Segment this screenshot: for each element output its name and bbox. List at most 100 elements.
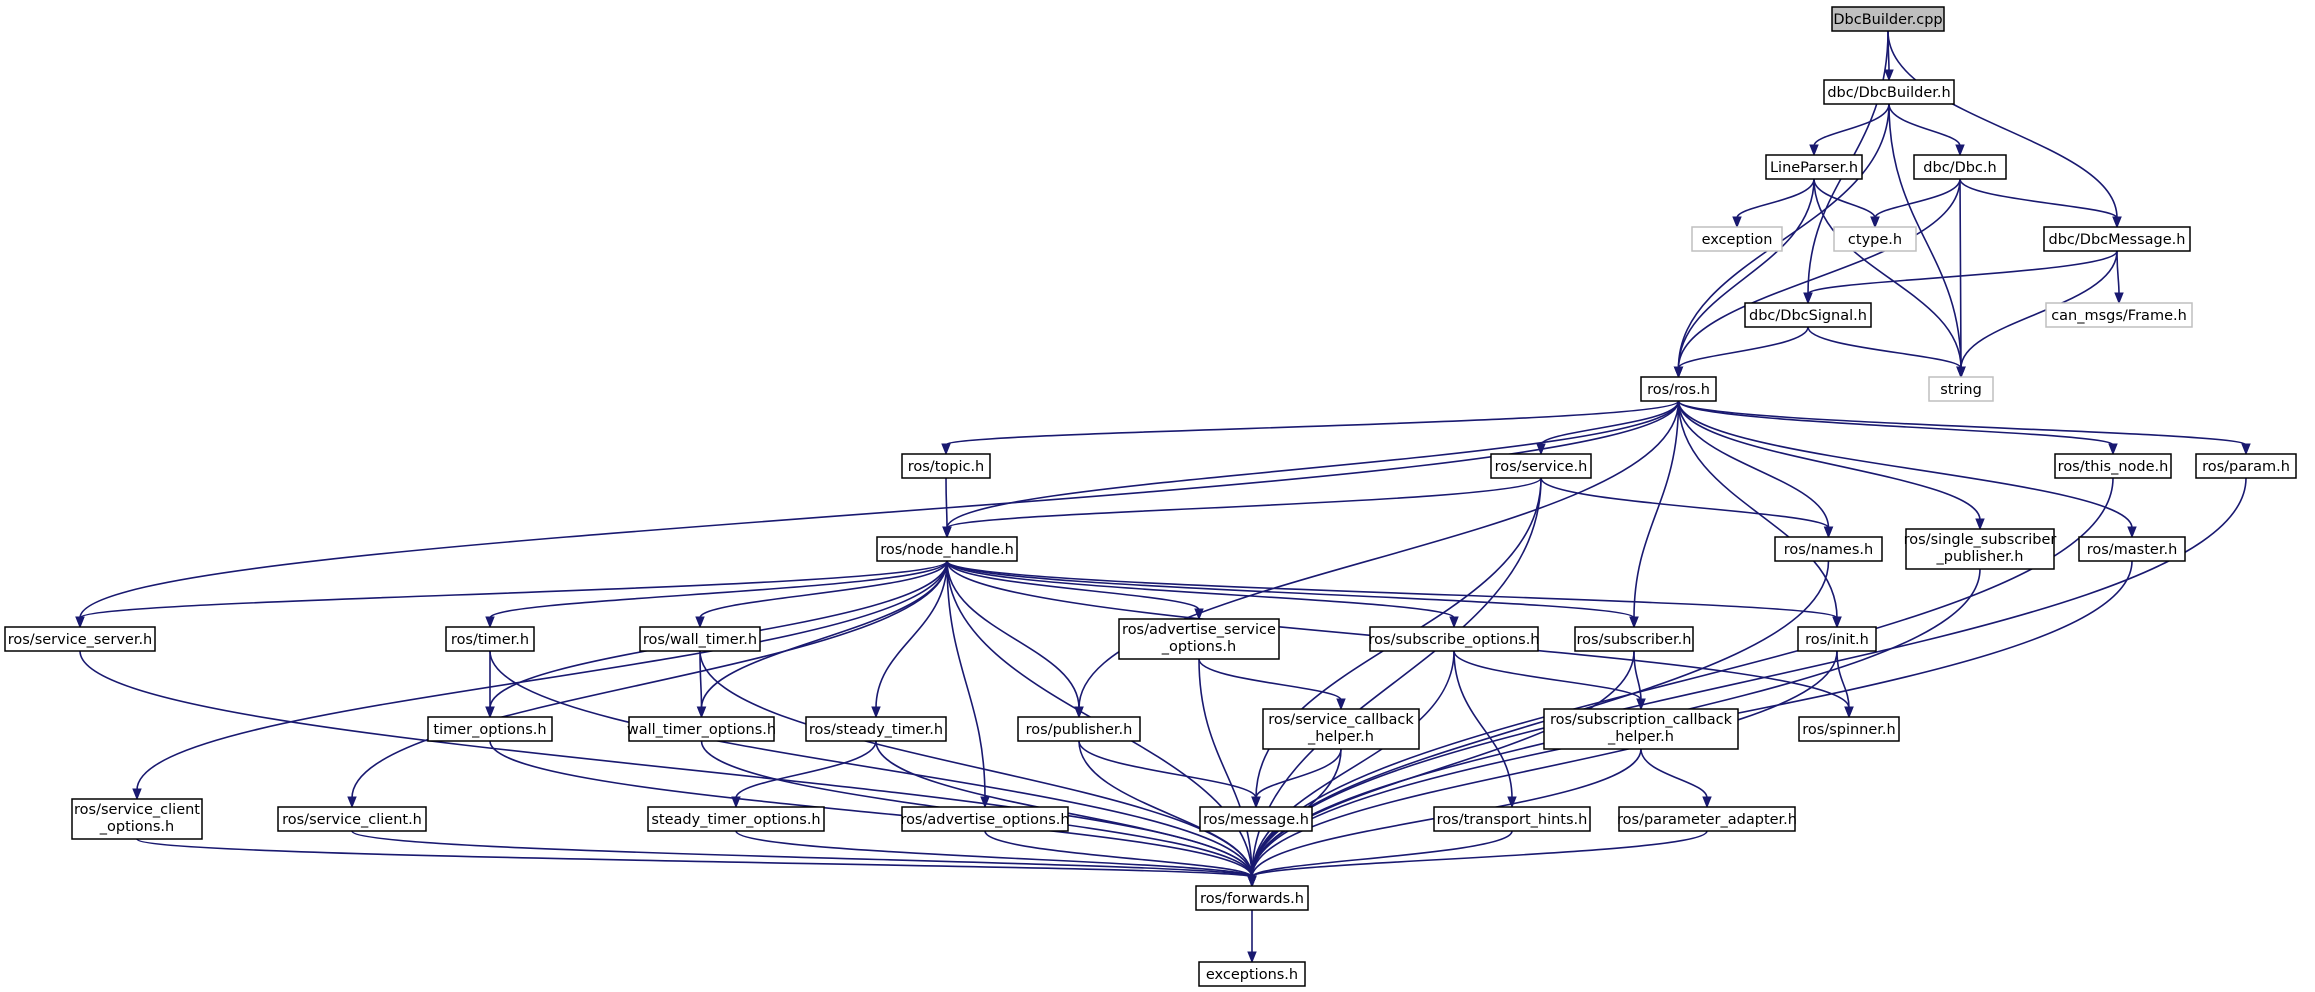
node-ros-names-h[interactable]: ros/names.h [1774,536,1883,562]
edge-line [1251,650,1455,878]
edge-line [351,830,1253,878]
node-label: ros/subscriber.h [1577,632,1692,648]
node-dbcbuilder-cpp[interactable]: DbcBuilder.cpp [1831,6,1945,32]
node-ros-param-h[interactable]: ros/param.h [2195,453,2297,479]
node-label: _options.h [1161,639,1236,655]
node-ros-steady-timer-h[interactable]: ros/steady_timer.h [805,716,947,742]
edge-line [1888,103,1961,147]
node-label: ros/wall_timer.h [643,632,757,648]
node-box [1797,626,1877,652]
node-ros-message-h[interactable]: ros/message.h [1199,806,1313,832]
node-box [1433,806,1591,832]
node-label: _options.h [99,819,174,835]
edges [75,30,2251,964]
node-ros-wall-timer-h[interactable]: ros/wall_timer.h [639,626,761,652]
node-box [639,626,761,652]
edge-arrowhead [1823,526,1834,539]
node-ros-master-h[interactable]: ros/master.h [2078,536,2186,562]
edge-line [946,560,1838,619]
edge-arrowhead [1844,706,1854,719]
node-timer-options-h[interactable]: timer_options.h [427,716,553,742]
edge-arrowhead [1809,144,1819,157]
edge-line [79,400,1680,619]
edge-line [1078,400,1680,709]
dependency-edge [1640,748,1712,809]
edge-line [1736,178,1815,219]
dependency-edge [1074,400,1680,719]
edge-arrowhead [942,526,952,539]
edge-line [1251,650,1635,878]
node-ros-service-h[interactable]: ros/service.h [1490,453,1592,479]
edge-line [1078,740,1257,799]
node-wall-timer-options-h[interactable]: wall_timer_options.h [627,716,776,742]
dependency-edge [1807,326,1966,379]
dependency-edge [1677,400,2137,539]
node-label: ros/publisher.h [1026,722,1133,738]
edge-line [945,400,1680,446]
node-lineparser-h[interactable]: LineParser.h [1765,154,1863,180]
edge-arrowhead [1336,698,1346,711]
dependency-edge [946,560,1459,629]
node-box [1691,226,1783,252]
edge-line [79,650,1253,878]
node-ros-advertise-options-h[interactable]: ros/advertise_options.h [900,806,1070,832]
node-dbc-dbcbuilder-h[interactable]: dbc/DbcBuilder.h [1823,79,1955,105]
node-box [1823,79,1955,105]
node-label: ctype.h [1848,232,1902,248]
edge-line [1959,178,2118,219]
node-ros-subscription-callback-helper-h[interactable]: ros/subscription_callback_helper.h [1543,708,1739,750]
dependency-edge [942,477,1542,539]
node-box [1017,716,1141,742]
node-ros-ros-h[interactable]: ros/ros.h [1640,376,1717,402]
edge-line [1198,658,1342,701]
dependency-edge [1673,178,1961,379]
edge-line [946,560,1200,611]
node-ros-service-callback-helper-h[interactable]: ros/service_callback_helper.h [1262,708,1420,750]
node-ros-service-client-options-h[interactable]: ros/service_client_options.h [71,798,203,840]
node-ros-advertise-service-options-h[interactable]: ros/advertise_service_options.h [1118,618,1280,660]
dependency-edge [1251,748,1342,809]
edge-line [735,740,877,799]
node-ros-node-handle-h[interactable]: ros/node_handle.h [876,536,1018,562]
dependency-edge [871,560,948,719]
node-box [1905,528,2055,570]
node-ros-transport-hints-h[interactable]: ros/transport_hints.h [1433,806,1591,832]
node-ros-timer-h[interactable]: ros/timer.h [445,626,535,652]
edge-line [1887,30,2118,219]
edge-arrowhead [1449,616,1459,629]
node-dbc-dbcmessage-h[interactable]: dbc/DbcMessage.h [2043,226,2191,252]
node-box [1543,708,1739,750]
edge-arrowhead [1247,951,1257,964]
edge-arrowhead [1884,69,1894,82]
node-ros-spinner-h[interactable]: ros/spinner.h [1798,716,1900,742]
node-ros-publisher-h[interactable]: ros/publisher.h [1017,716,1141,742]
edge-arrowhead [347,796,357,809]
edge-arrowhead [1870,216,1880,229]
node-ros-parameter-adapter-h[interactable]: ros/parameter_adapter.h [1617,806,1797,832]
edge-line [1677,178,1815,369]
node-steady-timer-options-h[interactable]: steady_timer_options.h [647,806,825,832]
node-dbc-dbc-h[interactable]: dbc/Dbc.h [1913,154,2007,180]
node-box [901,453,991,479]
edge-arrowhead [1194,608,1204,621]
node-dbc-dbcsignal-h[interactable]: dbc/DbcSignal.h [1744,302,1872,328]
edge-line [136,560,948,791]
node-ros-service-server-h[interactable]: ros/service_server.h [4,626,156,652]
node-ros-this-node-h[interactable]: ros/this_node.h [2054,453,2172,479]
node-label: ros/parameter_adapter.h [1617,812,1797,828]
edge-line [1807,326,1962,369]
edge-line [735,830,1253,878]
dependency-edge [695,560,948,629]
edge-arrowhead [1955,144,1965,157]
node-ros-topic-h[interactable]: ros/topic.h [901,453,991,479]
edge-line [1677,400,1830,529]
node-ros-subscriber-h[interactable]: ros/subscriber.h [1574,626,1694,652]
node-exceptions-h[interactable]: exceptions.h [1198,961,1306,987]
node-label: exceptions.h [1206,967,1298,983]
node-ros-init-h[interactable]: ros/init.h [1797,626,1877,652]
node-ros-forwards-h[interactable]: ros/forwards.h [1195,885,1309,911]
node-ros-service-client-h[interactable]: ros/service_client.h [277,806,427,832]
edge-arrowhead [1956,366,1966,379]
node-ros-subscribe-options-h[interactable]: ros/subscribe_options.h [1369,626,1540,652]
node-ros-single-subscriber-publisher-h[interactable]: ros/single_subscriber_publisher.h [1904,528,2057,570]
